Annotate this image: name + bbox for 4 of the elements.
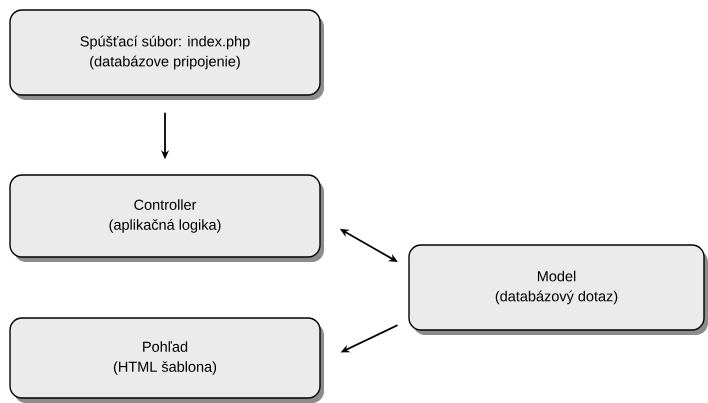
process-box: Model (databázový dotaz) <box>408 244 708 335</box>
process-box: Spúšťací súbor: index.php (databázove pripojenie) <box>9 9 324 100</box>
process-box: Controller (aplikačná logika) <box>9 174 324 262</box>
process-box: Pohľad (HTML šablona) <box>9 317 324 403</box>
